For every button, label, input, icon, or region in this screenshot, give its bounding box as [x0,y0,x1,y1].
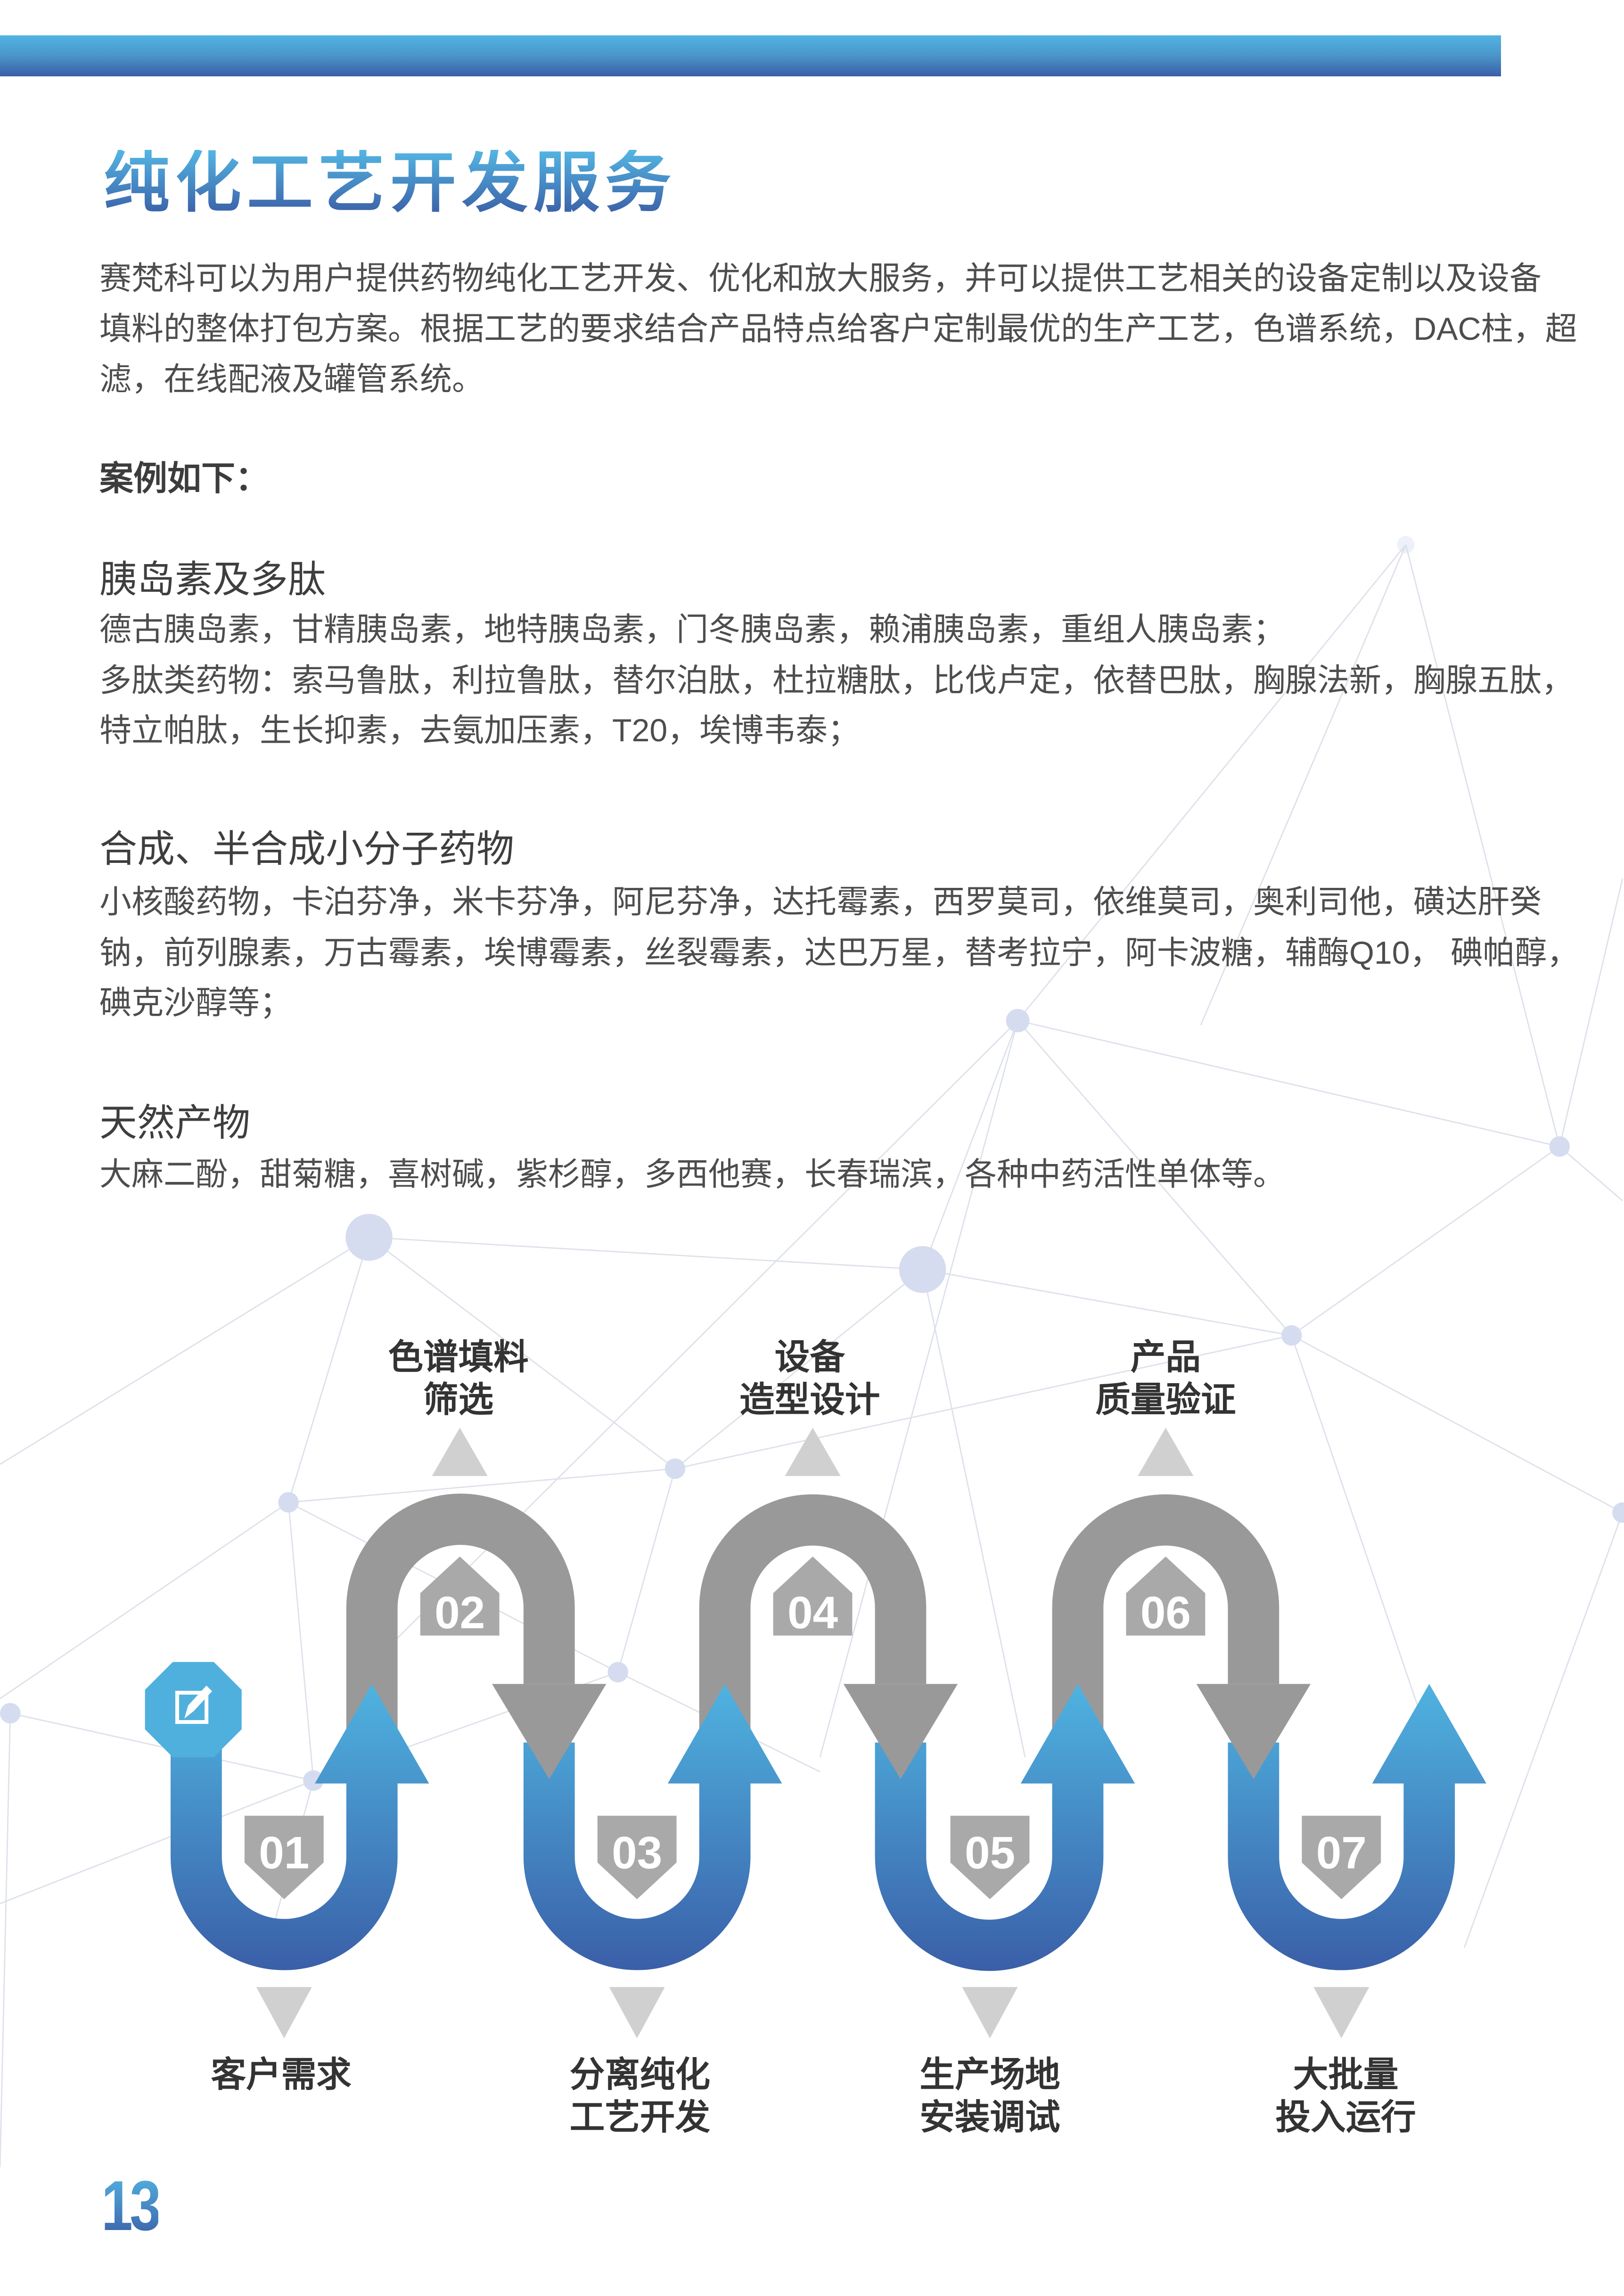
step-number: 03 [612,1828,662,1878]
arrow-up-icon [667,1684,782,1784]
pointer-up-icon [785,1427,841,1476]
section-line: 德古胰岛素，甘精胰岛素，地特胰岛素，门冬胰岛素，赖浦胰岛素，重组人胰岛素； [99,612,1286,648]
arch-04 [699,1494,927,1743]
step-number: 05 [965,1828,1015,1878]
section-title: 胰岛素及多肽 [99,558,326,600]
intro-line: 赛梵科可以为用户提供药物纯化工艺开发、优化和放大服务，并可以提供工艺相关的设备定… [99,261,1542,296]
cases-heading: 案例如下： [99,460,270,498]
intro-line: 滤，在线配液及罐管系统。 [99,361,484,397]
step-number: 01 [259,1828,309,1878]
arrow-up-icon [1372,1684,1486,1784]
network-nodes [0,536,1624,1791]
pointer-down-icon [256,1987,312,2039]
arrow-up-icon [1020,1684,1135,1784]
section-line: 多肽类药物：索马鲁肽，利拉鲁肽，替尔泊肽，杜拉糖肽，比伐卢定，依替巴肽，胸腺法新… [99,663,1574,698]
step-label: 投入运行 [1275,2097,1416,2137]
section-line: 小核酸药物，卡泊芬净，米卡芬净，阿尼芬净，达托霉素，西罗莫司，依维莫司，奥利司他… [99,884,1542,920]
step-label: 产品 [1131,1337,1201,1377]
page-title: 纯化工艺开发服务 [104,146,677,220]
step-number: 06 [1140,1588,1191,1638]
u-01 [171,1728,398,1970]
u-03 [523,1742,751,1970]
step-label: 生产场地 [919,2055,1060,2094]
arrow-up-icon [315,1684,429,1784]
network-lines [0,544,1624,2167]
u-05 [875,1742,1104,1971]
section-line: 特立帕肽，生长抑素，去氨加压素，T20，埃博韦泰； [99,713,860,748]
section-line: 碘克沙醇等； [99,985,292,1021]
step-label: 客户需求 [211,2055,352,2094]
section-line: 钠，前列腺素，万古霉素，埃博霉素，丝裂霉素，达巴万星，替考拉宁，阿卡波糖，辅酶Q… [99,935,1579,971]
section-title: 天然产物 [99,1102,250,1144]
step-number: 02 [435,1588,485,1638]
start-marker [145,1662,242,1757]
step-label: 质量验证 [1095,1379,1236,1419]
page-number: 13 [101,2166,161,2245]
step-label: 分离纯化 [570,2055,710,2094]
step-label: 安装调试 [919,2097,1060,2137]
section-line: 大麻二酚，甜菊糖，喜树碱，紫杉醇，多西他赛，长春瑞滨，各种中药活性单体等。 [99,1156,1286,1192]
u-07 [1228,1742,1455,1970]
arch-06 [1052,1494,1280,1743]
edit-icon [175,1685,213,1724]
process-flow: 01 02 03 04 05 06 07 客户需求 色谱填料 筛选 分离纯化 工… [145,1337,1486,2137]
arrow-down-icon [843,1684,958,1779]
arch-02 [346,1493,575,1743]
step-label: 大批量 [1293,2055,1399,2094]
pointer-down-icon [609,1987,665,2039]
pointer-down-icon [962,1987,1018,2039]
step-label: 造型设计 [739,1379,880,1419]
pointer-up-icon [1138,1427,1194,1476]
pointer-up-icon [432,1427,488,1476]
header-bar [0,35,1501,76]
step-number: 07 [1316,1828,1367,1878]
step-number: 04 [787,1588,838,1638]
arrow-down-icon [492,1684,607,1779]
step-label: 工艺开发 [570,2097,711,2137]
section-title: 合成、半合成小分子药物 [99,828,514,870]
step-label: 色谱填料 [388,1337,528,1377]
pointer-down-icon [1313,1987,1370,2039]
intro-line: 填料的整体打包方案。根据工艺的要求结合产品特点给客户定制最优的生产工艺，色谱系统… [99,311,1577,347]
arrow-down-icon [1196,1684,1311,1779]
step-label: 筛选 [423,1379,493,1419]
step-label: 设备 [775,1337,846,1377]
